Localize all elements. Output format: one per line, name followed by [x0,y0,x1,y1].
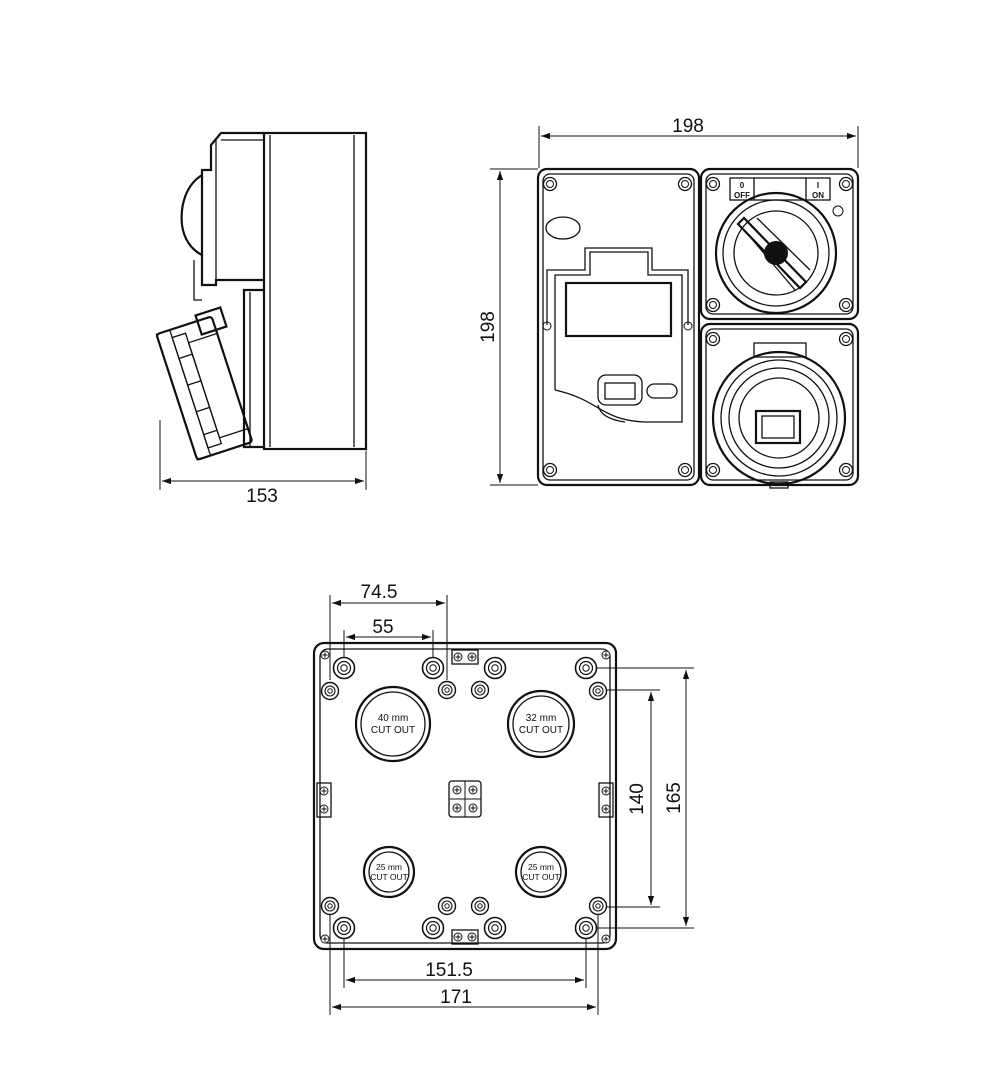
side-width-dimension: 153 [246,486,278,507]
dim-74-5: 74.5 [361,582,398,603]
cutout-32mm-label: CUT OUT [519,725,563,736]
cutout-32mm: 32 mm CUT OUT [506,689,576,759]
cutout-25mm-right-label: CUT OUT [522,872,560,882]
front-height-dimension: 198 [478,311,499,343]
cutout-40mm: 40 mm CUT OUT [354,685,432,763]
switch-off-symbol: 0 [740,181,745,190]
socket-outlet [711,342,847,489]
cutout-25mm-left-label: CUT OUT [370,872,408,882]
dim-140: 140 [627,783,648,815]
switch-on-label: ON [812,191,824,200]
cutout-40mm-size: 40 mm [378,713,409,724]
cutout-32mm-size: 32 mm [526,713,557,724]
front-width-dimension: 198 [672,116,704,137]
cutout-25mm-right-size: 25 mm [528,862,554,872]
cutout-40mm-label: CUT OUT [371,725,415,736]
cutout-25mm-left: 25 mm CUT OUT [362,845,416,899]
dim-151-5: 151.5 [425,960,473,981]
front-view: 198 198 0 O [478,116,860,489]
dim-171: 171 [440,987,472,1008]
cutout-25mm-right: 25 mm CUT OUT [514,845,568,899]
cutout-25mm-left-size: 25 mm [376,862,402,872]
side-view: 153 [155,131,368,507]
back-view: 40 mm CUT OUT 32 mm CUT OUT 25 mm CUT OU… [312,582,694,1015]
dim-55: 55 [372,617,393,638]
dim-165: 165 [664,782,685,814]
switch-off-label: OFF [734,191,750,200]
switch-on-symbol: I [817,181,819,190]
rotary-switch [714,191,838,315]
